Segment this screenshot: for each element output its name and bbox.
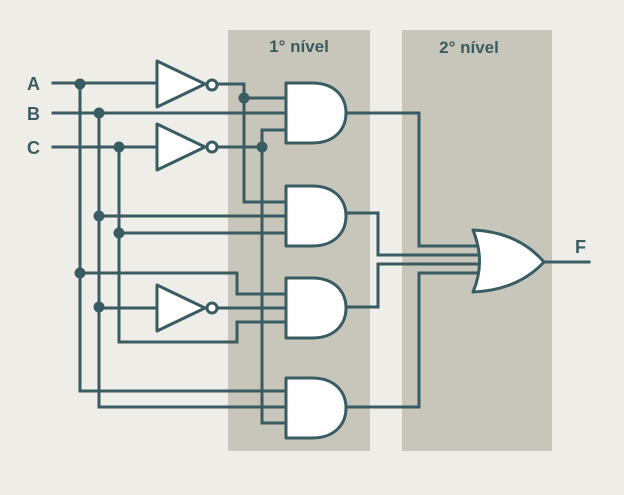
input-label-c: C bbox=[27, 138, 40, 158]
junction-dot bbox=[74, 267, 86, 279]
input-label-b: B bbox=[27, 104, 40, 124]
junction-dot bbox=[113, 141, 125, 153]
input-label-a: A bbox=[27, 74, 40, 94]
rail-a bbox=[78, 81, 288, 393]
wire-and4-to-or bbox=[344, 271, 480, 409]
and-gate-2 bbox=[284, 184, 348, 248]
wire-and1-to-or bbox=[344, 111, 480, 248]
wire-not-a bbox=[216, 82, 288, 204]
and-gate-4 bbox=[284, 376, 348, 440]
inversion-bubble bbox=[205, 140, 219, 154]
junction-dot bbox=[93, 107, 105, 119]
inversion-bubble bbox=[205, 301, 219, 315]
junction-dot bbox=[256, 141, 268, 153]
level-1-title: 1° nível bbox=[269, 37, 329, 56]
junction-dot bbox=[238, 92, 250, 104]
not-gate-icon bbox=[155, 283, 207, 333]
inverter-not-c bbox=[155, 122, 219, 172]
wire-and2-to-or bbox=[344, 211, 480, 257]
junction-dot bbox=[113, 227, 125, 239]
or-gate bbox=[471, 228, 546, 294]
junction-dot bbox=[74, 78, 86, 90]
junction-dot bbox=[93, 301, 105, 313]
not-gate-icon bbox=[155, 122, 207, 172]
inverter-not-b bbox=[155, 283, 219, 333]
junction-dots bbox=[74, 78, 268, 313]
wire-not-c-rail bbox=[260, 128, 288, 425]
and-gate-1 bbox=[284, 81, 348, 145]
inverter-not-a bbox=[155, 59, 219, 109]
and-gate-3 bbox=[284, 276, 348, 340]
wire-and3-to-or bbox=[344, 262, 480, 309]
output-label-f: F bbox=[575, 237, 586, 257]
level-2-title: 2° nível bbox=[439, 38, 499, 57]
junction-dot bbox=[93, 210, 105, 222]
inversion-bubble bbox=[205, 78, 219, 92]
not-gate-icon bbox=[155, 59, 207, 109]
rail-c bbox=[117, 145, 288, 344]
